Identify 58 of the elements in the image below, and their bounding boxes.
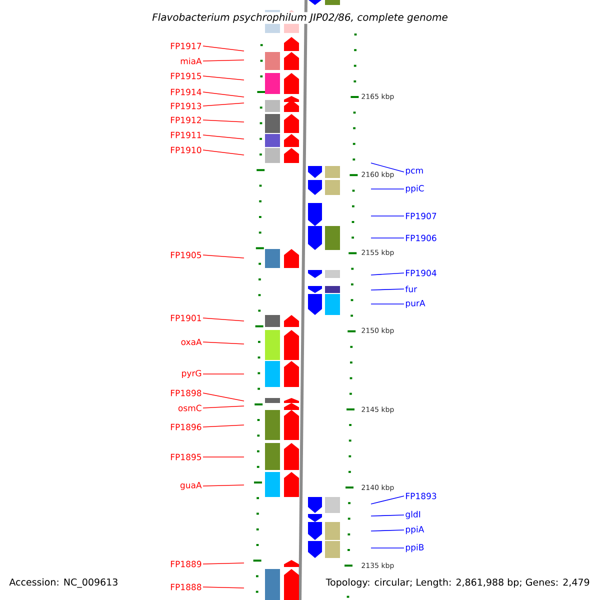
leader-line [370,496,404,504]
gene-label: FP1914 [170,88,202,96]
gene-label: FP1907 [406,212,436,220]
gene-label: FP1896 [170,424,202,430]
gene-label: FP1889 [170,560,202,568]
leader-line [202,92,244,98]
gene-label: fur [405,286,418,292]
leader-line [370,288,404,290]
gene-label: FP1904 [406,270,436,276]
leader-line [202,60,244,62]
leader-line [202,102,244,106]
gene-label: FP1895 [170,454,202,460]
gene-label: FP1917 [170,42,202,50]
leader-line [202,134,244,140]
gene-label: FP1910 [170,146,202,154]
genome-info-text: Topology: circular; Length: 2,861,988 bp; Genes: 2,479 [324,577,591,589]
gene-label: gldI [406,510,420,520]
gene-label: ppiC [406,184,424,194]
leader-line [202,456,244,458]
leader-line [202,424,244,428]
gene-label: FP1898 [170,390,202,396]
leader-line [202,76,244,80]
gene-label: ppiA [406,526,424,534]
leader-line [202,318,244,322]
leader-line [202,392,244,402]
leader-line [370,162,404,172]
leader-line [202,254,244,258]
leader-line [202,120,244,122]
leader-line [202,150,244,156]
gene-label: ppiB [406,544,424,552]
gene-label: purA [406,300,426,308]
leader-line [202,46,244,52]
leader-line [370,530,404,532]
gene-label: oxaA [181,338,202,346]
gene-label: FP1893 [406,492,436,500]
gene-label: FP1888 [170,584,202,590]
leader-line [202,406,244,408]
leader-line [202,562,244,564]
gene-label: pcm [406,168,423,176]
gene-label: FP1911 [170,132,202,138]
gene-label: osmC [178,404,202,412]
gene-label: guaA [180,482,202,490]
gene-label: FP1901 [170,314,202,322]
gene-label: FP1905 [170,252,202,258]
gene-label: FP1912 [170,116,201,124]
leader-line [202,342,244,344]
gene-label: FP1906 [406,234,436,242]
gene-label: FP1915 [170,72,202,80]
gene-label: miaA [180,58,202,64]
gene-label: FP1913 [170,102,202,110]
leader-line [370,188,404,190]
title: Flavobacterium psychrophilum JIP02/86, complete genome [151,12,449,24]
leader-line [370,272,404,276]
leader-line [202,484,244,486]
gene-label: pyrG [182,370,202,378]
leader-line [202,586,244,588]
leader-line [370,514,404,516]
accession-text: Accession: NC_009613 [9,578,118,588]
